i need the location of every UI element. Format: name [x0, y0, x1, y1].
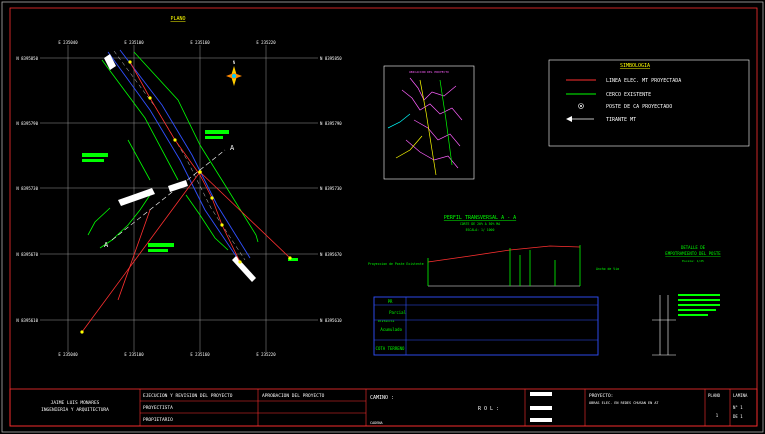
detail-title-1: DETALLE DE: [681, 245, 706, 250]
profile-row-cota: COTA TERRENO: [376, 346, 405, 351]
location-roads: [387, 77, 463, 176]
profile-section[interactable]: PERFIL TRANSVERSAL A - A CORTE DE 20% A …: [368, 215, 619, 356]
detail-scale: Escala: 1/25: [682, 259, 704, 263]
north-tick-right-4: N 8395610: [320, 318, 342, 323]
terrain-profile: [427, 245, 581, 263]
plan-structures: [104, 54, 256, 282]
exec-label: EJECUCION Y REVISION DEL PROYECTO: [143, 393, 233, 399]
profile-row-acumulado: Acumulado: [380, 327, 402, 332]
title-block[interactable]: JAIME LUIS MONARES INGENIERIA Y ARQUITEC…: [9, 388, 758, 427]
lamina-number: N° 1: [733, 405, 743, 410]
plano-value: 1: [716, 413, 719, 418]
profile-left-note: Proyeccion de Poste Existente: [368, 262, 424, 266]
east-tick-bottom-2: E 235160: [190, 352, 210, 357]
profile-row-pr: PR: [388, 299, 393, 304]
north-tick-left-4: N 8395610: [16, 318, 38, 323]
company-name: JAIME LUIS MONARES: [51, 400, 100, 406]
east-tick-top-2: E 235160: [190, 40, 210, 45]
north-tick-right-0: N 8395850: [320, 56, 342, 61]
mt-line: [81, 61, 291, 333]
north-tick-left-2: N 8395730: [16, 186, 38, 191]
proyectista-label: PROYECTISTA: [143, 405, 173, 411]
legend-pole-icon: [578, 103, 584, 109]
pole-detail[interactable]: DETALLE DE EMPOTRAMIENTO DEL POSTE Escal…: [652, 245, 721, 356]
north-tick-left-0: N 8395850: [16, 56, 38, 61]
proyecto-value: OBRAS ELEC. EN REDES CHUSAN EN AT: [589, 401, 659, 405]
east-tick-top-1: E 235100: [124, 40, 144, 45]
plan-labels-green: [82, 130, 298, 261]
profile-right-note: Ancho de Via: [596, 267, 619, 271]
section-line-a: A A: [104, 144, 235, 249]
north-tick-left-1: N 8395790: [16, 121, 38, 126]
pole-icons: [80, 60, 292, 334]
north-tick-right-1: N 8395790: [320, 121, 342, 126]
legend[interactable]: SIMBOLOGIA LINEA ELEC. MT PROYECTADA CER…: [548, 59, 750, 147]
legend-item-1: CERCO EXISTENTE: [606, 92, 651, 98]
profile-subtitle-1: CORTE DE 20% A 50% MA: [460, 222, 500, 226]
east-tick-top-3: E 235220: [256, 40, 276, 45]
rol-label: R O L :: [478, 406, 499, 412]
propietario-label: PROPIETARIO: [143, 417, 173, 423]
plano-label: PLANO: [708, 393, 721, 398]
legend-item-2: POSTE DE CA PROYECTADO: [606, 104, 672, 110]
plan-title: PLANO: [170, 16, 185, 22]
north-tick-right-2: N 8395730: [320, 186, 342, 191]
location-title: UBICACION DEL PROYECTO: [409, 70, 449, 74]
legend-arrow-left-icon: [566, 116, 594, 122]
road-edges: [107, 49, 251, 263]
lamina-total: DE 1: [733, 414, 743, 419]
proyecto-label: PROYECTO:: [589, 393, 613, 399]
section-mark-top: A: [230, 144, 235, 152]
fence-lines: [87, 51, 259, 251]
section-mark-bottom: A: [104, 241, 109, 249]
east-tick-bottom-3: E 235220: [256, 352, 276, 357]
plan-view[interactable]: PLANO E 235040 E 235100 E 235160 E 23522…: [16, 16, 342, 357]
lamina-label: LAMINA: [733, 393, 748, 398]
east-tick-bottom-0: E 235040: [58, 352, 78, 357]
east-tick-bottom-1: E 235100: [124, 352, 144, 357]
north-label: N: [233, 60, 236, 65]
detail-title-2: EMPOTRAMIENTO DEL POSTE: [665, 251, 721, 256]
legend-title: SIMBOLOGIA: [620, 63, 650, 69]
profile-row-parcial: Parcial: [389, 310, 406, 315]
cadena-label: CADENA: [370, 421, 384, 425]
camino-label: CAMINO :: [370, 395, 394, 401]
profile-poles: [427, 245, 581, 286]
north-tick-right-3: N 8395670: [320, 252, 342, 257]
legend-item-3: TIRANTE MT: [606, 117, 636, 123]
legend-item-0: LINEA ELEC. MT PROYECTADA: [606, 78, 681, 84]
company-subtitle: INGENIERIA Y ARQUITECTURA: [41, 407, 109, 413]
location-map[interactable]: UBICACION DEL PROYECTO: [383, 65, 475, 180]
profile-table: [373, 296, 599, 356]
east-tick-top-0: E 235040: [58, 40, 78, 45]
profile-distancia-label: Distancia: [378, 319, 394, 323]
plan-grid: [40, 45, 318, 352]
north-arrow-icon: N: [226, 60, 242, 86]
north-tick-left-3: N 8395670: [16, 252, 38, 257]
profile-subtitle-2: ESCALA: 1/ 1000: [466, 228, 495, 232]
profile-title: PERFIL TRANSVERSAL A - A: [444, 215, 516, 221]
approve-label: APROBACION DEL PROYECTO: [262, 393, 325, 399]
